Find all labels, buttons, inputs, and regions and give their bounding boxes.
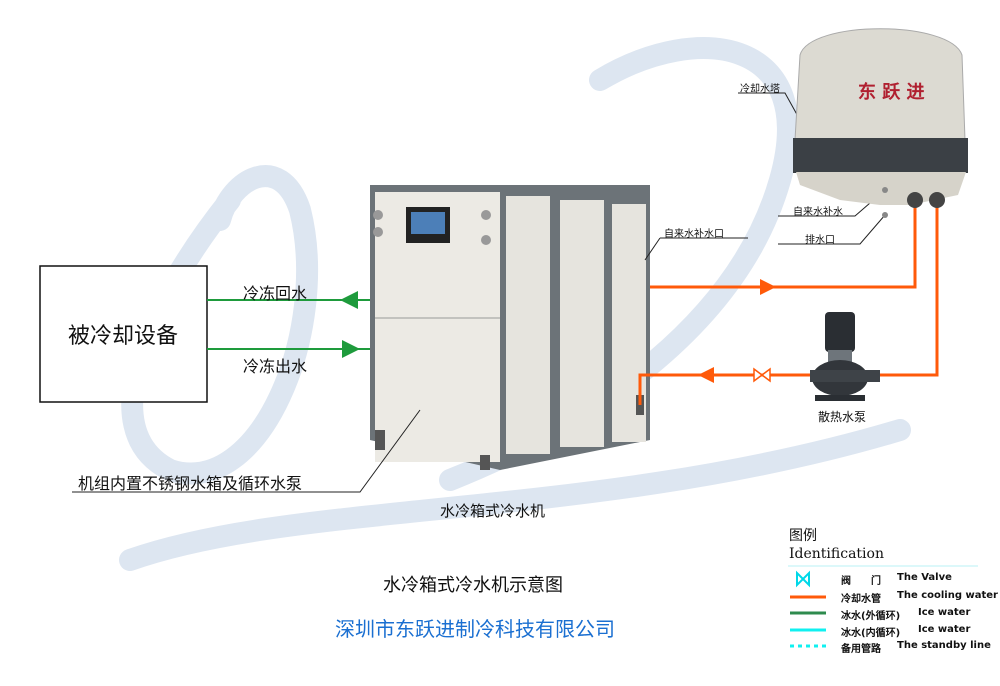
tower-label: 冷却水塔 [740, 84, 780, 95]
tower-brand: 东 跃 进 [858, 82, 925, 103]
legend-item-cn: 备用管路 [841, 644, 881, 655]
legend-item-en: The cooling water [897, 590, 998, 601]
valve-icon[interactable] [753, 367, 771, 383]
supply-water-label: 冷冻出水 [243, 357, 308, 376]
legend-item-en: Ice water [918, 607, 971, 618]
diagram-title: 水冷箱式冷水机示意图 [383, 575, 563, 596]
legend-title-cn: 图例 [789, 528, 817, 544]
pump-icon [810, 312, 880, 401]
legend-item-cn: 冰水(内循环) [841, 628, 901, 639]
cooled-equipment-label: 被冷却设备 [68, 324, 179, 349]
tower-drain-label: 排水口 [805, 235, 835, 246]
makeup-inlet-label: 自来水补水口 [664, 229, 724, 240]
chiller-caption: 水冷箱式冷水机 [440, 502, 546, 520]
cooling-water-pipes [638, 205, 939, 405]
chiller-unit [370, 185, 650, 470]
company-name: 深圳市东跃进制冷科技有限公司 [335, 617, 615, 641]
ice-water-pipes [207, 291, 372, 358]
legend-title-en: Identification [789, 546, 884, 562]
return-arrow [340, 291, 358, 309]
supply-arrow [342, 340, 360, 358]
cooling-arrow-left [698, 367, 714, 383]
legend-item-cn: 冷却水管 [841, 594, 881, 605]
cooling-arrow-right [760, 279, 776, 295]
tower-makeup-label: 自来水补水 [793, 207, 843, 218]
tank-note: 机组内置不锈钢水箱及循环水泵 [78, 474, 303, 493]
cooled-equipment-box [39, 265, 208, 403]
legend-item-en: Ice water [918, 624, 971, 635]
cooling-tower [793, 28, 968, 218]
legend-symbols [788, 565, 978, 648]
legend-item-cn: 阀 门 [841, 576, 881, 587]
legend-item-en: The standby line [897, 640, 991, 651]
legend-valve-icon [796, 570, 810, 588]
pump-label: 散热水泵 [818, 410, 867, 424]
legend-item-en: The Valve [897, 572, 952, 583]
return-water-label: 冷冻回水 [243, 284, 308, 303]
legend-item-cn: 冰水(外循环) [841, 611, 901, 622]
